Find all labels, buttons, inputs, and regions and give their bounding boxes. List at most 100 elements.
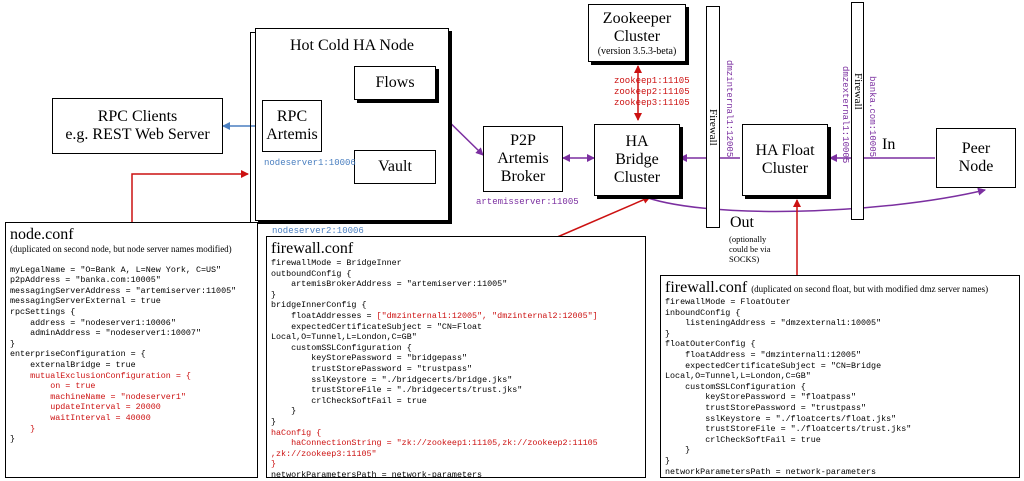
nodeserver1-address: nodeserver1:10006 <box>264 158 356 168</box>
code-line: } <box>271 289 277 300</box>
p2p-line3: Broker <box>500 168 546 185</box>
code-line: keyStorePassword = "bridgepass" <box>271 353 468 364</box>
rpc-clients-node: RPC Clients e.g. REST Web Server <box>52 98 223 154</box>
code-line: trustStoreFile = "./bridgecerts/trust.jk… <box>271 385 523 396</box>
flows-label: Flows <box>375 74 415 91</box>
code-line: mutualExclusionConfiguration = { <box>10 370 191 381</box>
firewall-left: Firewall <box>706 6 720 228</box>
zookeeper-version: (version 3.5.3-beta) <box>597 45 677 57</box>
peer-line1: Peer <box>961 140 991 157</box>
node-conf-panel: node.conf (duplicated on second node, bu… <box>5 222 258 478</box>
code-line: customSSLConfiguration { <box>271 342 412 353</box>
code-line: address = "nodeserver1:10006" <box>10 317 176 328</box>
arrow-nodeconf-ha <box>131 170 249 222</box>
rpc-clients-line2: e.g. REST Web Server <box>65 126 210 143</box>
arrow-fwconf-bridge <box>554 196 651 239</box>
peer-node: Peer Node <box>936 128 1016 188</box>
code-line: messagingServerExternal = true <box>10 296 161 307</box>
code-line: crlCheckSoftFail = true <box>271 395 427 406</box>
code-line: artemisBrokerAddress = "artemiserver:110… <box>271 279 508 290</box>
code-line: listeningAddress = "dmzexternal1:10005" <box>665 318 882 329</box>
code-line: myLegalName = "O=Bank A, L=New York, C=U… <box>10 264 222 275</box>
code-line: enterpriseConfiguration = { <box>10 349 146 360</box>
code-line: networkParametersPath = network-paramete… <box>665 466 877 477</box>
code-line: p2pAddress = "banka.com:10005" <box>10 275 161 286</box>
code-line: firewallMode = BridgeInner <box>271 258 402 268</box>
code-line: trustStorePassword = "trustpass" <box>665 402 867 413</box>
code-line: expectedCertificateSubject = "CN=Bridge <box>665 360 882 371</box>
bridge-line3: Cluster <box>613 169 661 186</box>
in-label: In <box>882 136 896 153</box>
zookeeper-line2: Cluster <box>613 27 661 45</box>
code-line: messagingServerAddress = "artemiserver:1… <box>10 285 237 296</box>
nodeserver2-address: nodeserver2:10006 <box>272 226 364 236</box>
firewall-conf-float-subtitle: (duplicated on second float, but with mo… <box>751 284 989 294</box>
code-line: floatOuterConfig { <box>665 339 756 350</box>
code-line: Local,O=Tunnel,L=London,C=GB" <box>271 332 417 343</box>
ha-float-cluster-node: HA Float Cluster <box>742 124 828 196</box>
peer-line2: Node <box>958 158 994 175</box>
code-line: inboundConfig { <box>665 307 741 318</box>
bridge-line2: Bridge <box>615 151 659 168</box>
firewall-conf-bridge-title: firewall.conf <box>271 240 354 257</box>
code-line: } <box>271 459 277 470</box>
out-note-line2: could be via <box>729 244 771 254</box>
dmzexternal-address: dmzexternal1:10005 <box>840 66 850 164</box>
code-line: } <box>665 445 691 456</box>
code-line: waitInterval = 40000 <box>10 412 151 423</box>
rpc-artemis-line2: Artemis <box>266 126 318 143</box>
code-line: on = true <box>10 381 96 392</box>
float-line2: Cluster <box>761 160 809 177</box>
code-line: } <box>10 434 16 445</box>
zookeeper-line1: Zookeeper <box>602 9 672 27</box>
node-conf-code: myLegalName = "O=Bank A, L=New York, C=U… <box>10 254 253 445</box>
zookeep3-address: zookeep3:11105 <box>614 98 690 108</box>
ha-bridge-cluster-node: HA Bridge Cluster <box>594 124 680 196</box>
rpc-clients-line1: RPC Clients <box>97 108 178 125</box>
flows-node: Flows <box>354 66 436 100</box>
code-line: externalBridge = true <box>10 359 136 370</box>
code-line: crlCheckSoftFail = true <box>665 434 821 445</box>
zookeeper-cluster-node: Zookeeper Cluster (version 3.5.3-beta) <box>588 4 686 62</box>
out-label: Out <box>730 214 754 231</box>
vault-label: Vault <box>378 158 412 175</box>
code-line: } <box>665 328 671 339</box>
code-line: updateInterval = 20000 <box>10 402 161 413</box>
code-line: } <box>10 338 16 349</box>
p2p-line1: P2P <box>510 132 536 149</box>
firewall-conf-float-title: firewall.conf <box>665 279 748 296</box>
zookeep2-address: zookeep2:11105 <box>614 87 690 97</box>
code-line: haConfig { <box>271 427 322 438</box>
node-conf-title: node.conf <box>10 226 74 243</box>
code-line: floatAddresses = ["dmzinternal1:12005", … <box>271 310 598 321</box>
rpc-artemis-node: RPC Artemis <box>262 100 322 152</box>
out-note-line1: (optionally <box>729 234 767 244</box>
float-line1: HA Float <box>755 142 815 159</box>
code-line: customSSLConfiguration { <box>665 381 806 392</box>
bridge-line1: HA <box>625 133 649 150</box>
ha-node-title: Hot Cold HA Node <box>290 37 414 54</box>
code-line: Local,O=Tunnel,L=London,C=GB" <box>665 371 811 382</box>
code-line: } <box>10 423 36 434</box>
rpc-artemis-line1: RPC <box>276 108 308 125</box>
vault-node: Vault <box>354 150 436 184</box>
artemisserver-address: artemisserver:11005 <box>476 197 579 207</box>
code-line: trustStorePassword = "trustpass" <box>271 363 473 374</box>
code-line: sslKeystore = "./bridgecerts/bridge.jks" <box>271 374 513 385</box>
code-line: floatAddress = "dmzinternal1:12005" <box>665 349 862 360</box>
code-line: expectedCertificateSubject = "CN=Float <box>271 321 483 332</box>
code-line: trustStoreFile = "./floatcerts/trust.jks… <box>665 424 912 435</box>
zookeep1-address: zookeep1:11105 <box>614 76 690 86</box>
dmzinternal-address: dmzinternal1:12005 <box>724 60 734 158</box>
out-note-line3: SOCKS) <box>729 254 760 264</box>
firewall-left-label: Firewall <box>707 109 719 146</box>
code-line: machineName = "nodeserver1" <box>10 391 186 402</box>
code-line: keyStorePassword = "floatpass" <box>665 392 856 403</box>
arrow-bridge-peer-out <box>639 187 986 213</box>
code-line: sslKeystore = "./floatcerts/float.jks" <box>665 413 897 424</box>
code-line: networkParametersPath = network-paramete… <box>271 469 483 478</box>
node-conf-subtitle: (duplicated on second node, but node ser… <box>10 244 232 254</box>
code-line: bridgeInnerConfig { <box>271 300 367 311</box>
